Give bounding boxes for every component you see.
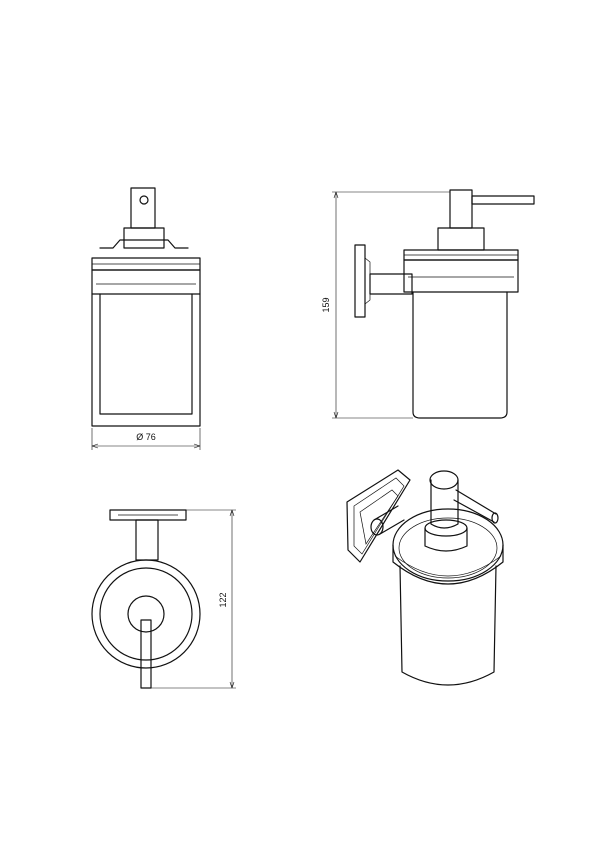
side-pump-neck xyxy=(437,227,485,251)
top-height-label: 122 xyxy=(218,592,228,607)
iso-glass xyxy=(399,565,497,686)
side-height-label: 159 xyxy=(321,297,331,312)
side-glass xyxy=(412,291,508,419)
front-collar xyxy=(99,239,189,249)
side-wall-plate xyxy=(354,244,366,318)
top-arm xyxy=(135,519,159,561)
side-spout xyxy=(471,195,535,205)
front-pump-head xyxy=(130,187,156,229)
iso-pump-head xyxy=(430,479,459,529)
side-arm xyxy=(369,273,413,295)
top-pump-head xyxy=(127,595,165,633)
front-holder-frame xyxy=(91,293,201,427)
top-inner-ring xyxy=(99,567,193,661)
iso-ring xyxy=(392,544,504,585)
front-glass xyxy=(99,293,193,415)
front-ring xyxy=(91,269,201,295)
iso-wall-plate xyxy=(346,469,411,563)
top-spout xyxy=(140,619,152,689)
side-view: 159 xyxy=(321,189,535,419)
top-outer-ring xyxy=(91,559,201,669)
front-nozzle-hole xyxy=(139,195,149,205)
front-pump-neck xyxy=(123,227,165,249)
isometric-view xyxy=(346,469,504,686)
iso-pump-neck xyxy=(424,527,468,552)
side-ring xyxy=(403,259,519,293)
top-view: 122 xyxy=(91,509,236,689)
iso-arm xyxy=(373,505,405,535)
diameter-label: Ø 76 xyxy=(136,432,156,442)
iso-spout xyxy=(453,489,497,523)
front-view: Ø 76 xyxy=(91,187,201,450)
side-pump-head xyxy=(449,189,473,229)
